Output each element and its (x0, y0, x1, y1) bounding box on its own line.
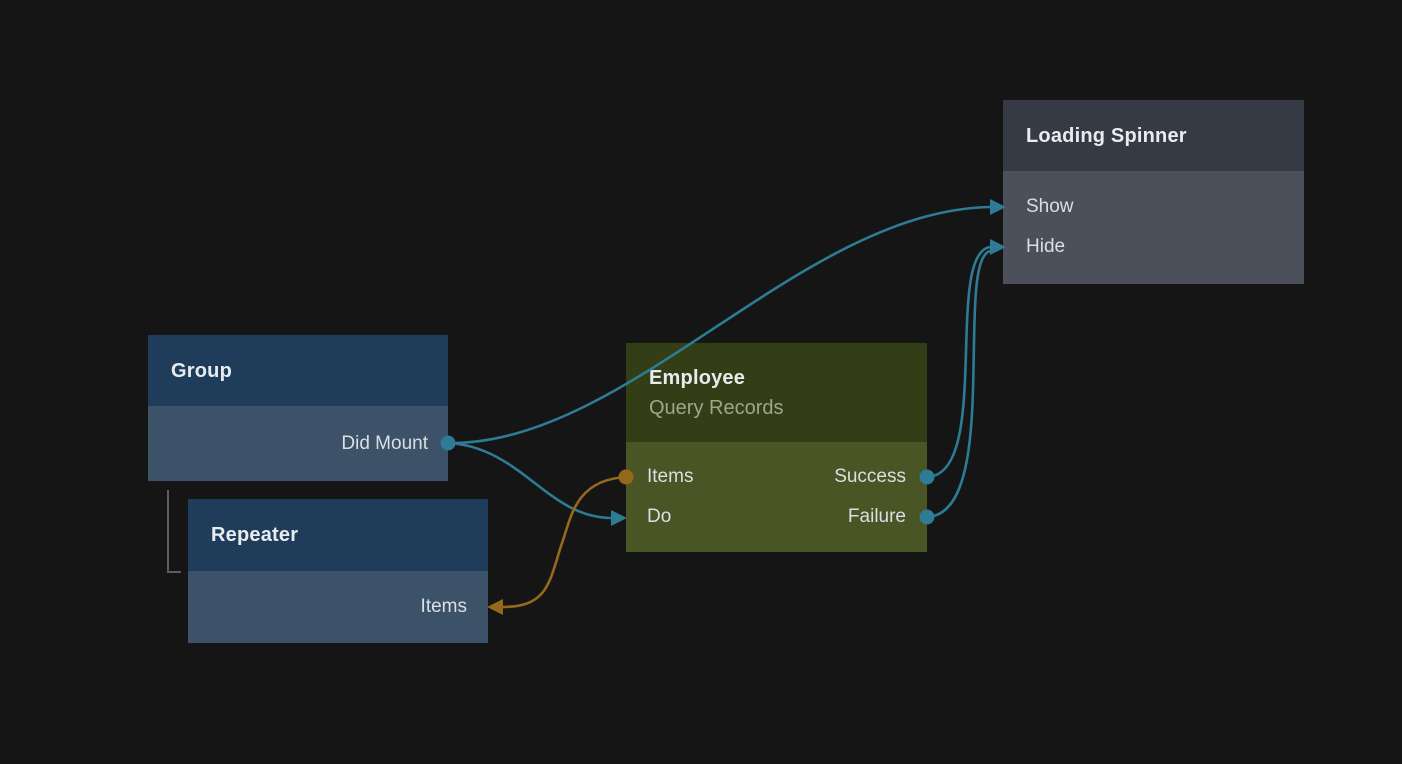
node-loading-spinner[interactable]: Loading Spinner Show Hide (1003, 100, 1304, 284)
node-repeater-header: Repeater (188, 499, 488, 571)
node-loading-spinner-header: Loading Spinner (1003, 100, 1304, 171)
node-group-header: Group (148, 335, 448, 406)
node-repeater-title: Repeater (211, 524, 299, 546)
node-employee-body: Items Success Do Failure (626, 442, 927, 552)
node-repeater-body: Items (188, 571, 488, 643)
arrow-repeater-items-input[interactable] (487, 599, 503, 615)
arrow-do-input[interactable] (611, 510, 627, 526)
port-failure-label: Failure (847, 506, 906, 527)
port-did-mount-label: Did Mount (341, 432, 428, 454)
node-group-body: Did Mount (148, 406, 448, 481)
port-row-repeater-items: Items (188, 587, 488, 627)
node-repeater[interactable]: Repeater Items (188, 499, 488, 643)
node-employee-query-records[interactable]: Employee Query Records Items Success Do … (626, 343, 927, 552)
port-row-hide: Hide (1003, 227, 1304, 267)
hierarchy-connector-line (167, 490, 181, 573)
node-loading-spinner-body: Show Hide (1003, 171, 1304, 284)
node-loading-spinner-title: Loading Spinner (1026, 124, 1187, 147)
port-row-show: Show (1003, 187, 1304, 227)
wire-items-to-repeater-items[interactable] (501, 475, 627, 609)
port-row-items-success: Items Success (626, 457, 927, 497)
node-group-title: Group (171, 359, 232, 382)
port-success-label: Success (834, 466, 906, 487)
wire-success-to-hide[interactable] (926, 245, 991, 479)
wire-failure-to-hide[interactable] (926, 249, 991, 519)
port-repeater-items-label: Items (420, 596, 467, 617)
node-employee-subtitle: Query Records (649, 396, 784, 419)
port-row-do-failure: Do Failure (626, 497, 927, 537)
port-hide-label: Hide (1026, 236, 1066, 257)
port-employee-items-label: Items (647, 466, 694, 487)
node-group[interactable]: Group Did Mount (148, 335, 448, 481)
port-do-label: Do (647, 506, 672, 527)
port-show-label: Show (1026, 196, 1074, 217)
port-row-did-mount: Did Mount (148, 424, 448, 464)
node-employee-title: Employee (649, 366, 746, 389)
node-employee-header: Employee Query Records (626, 343, 927, 442)
